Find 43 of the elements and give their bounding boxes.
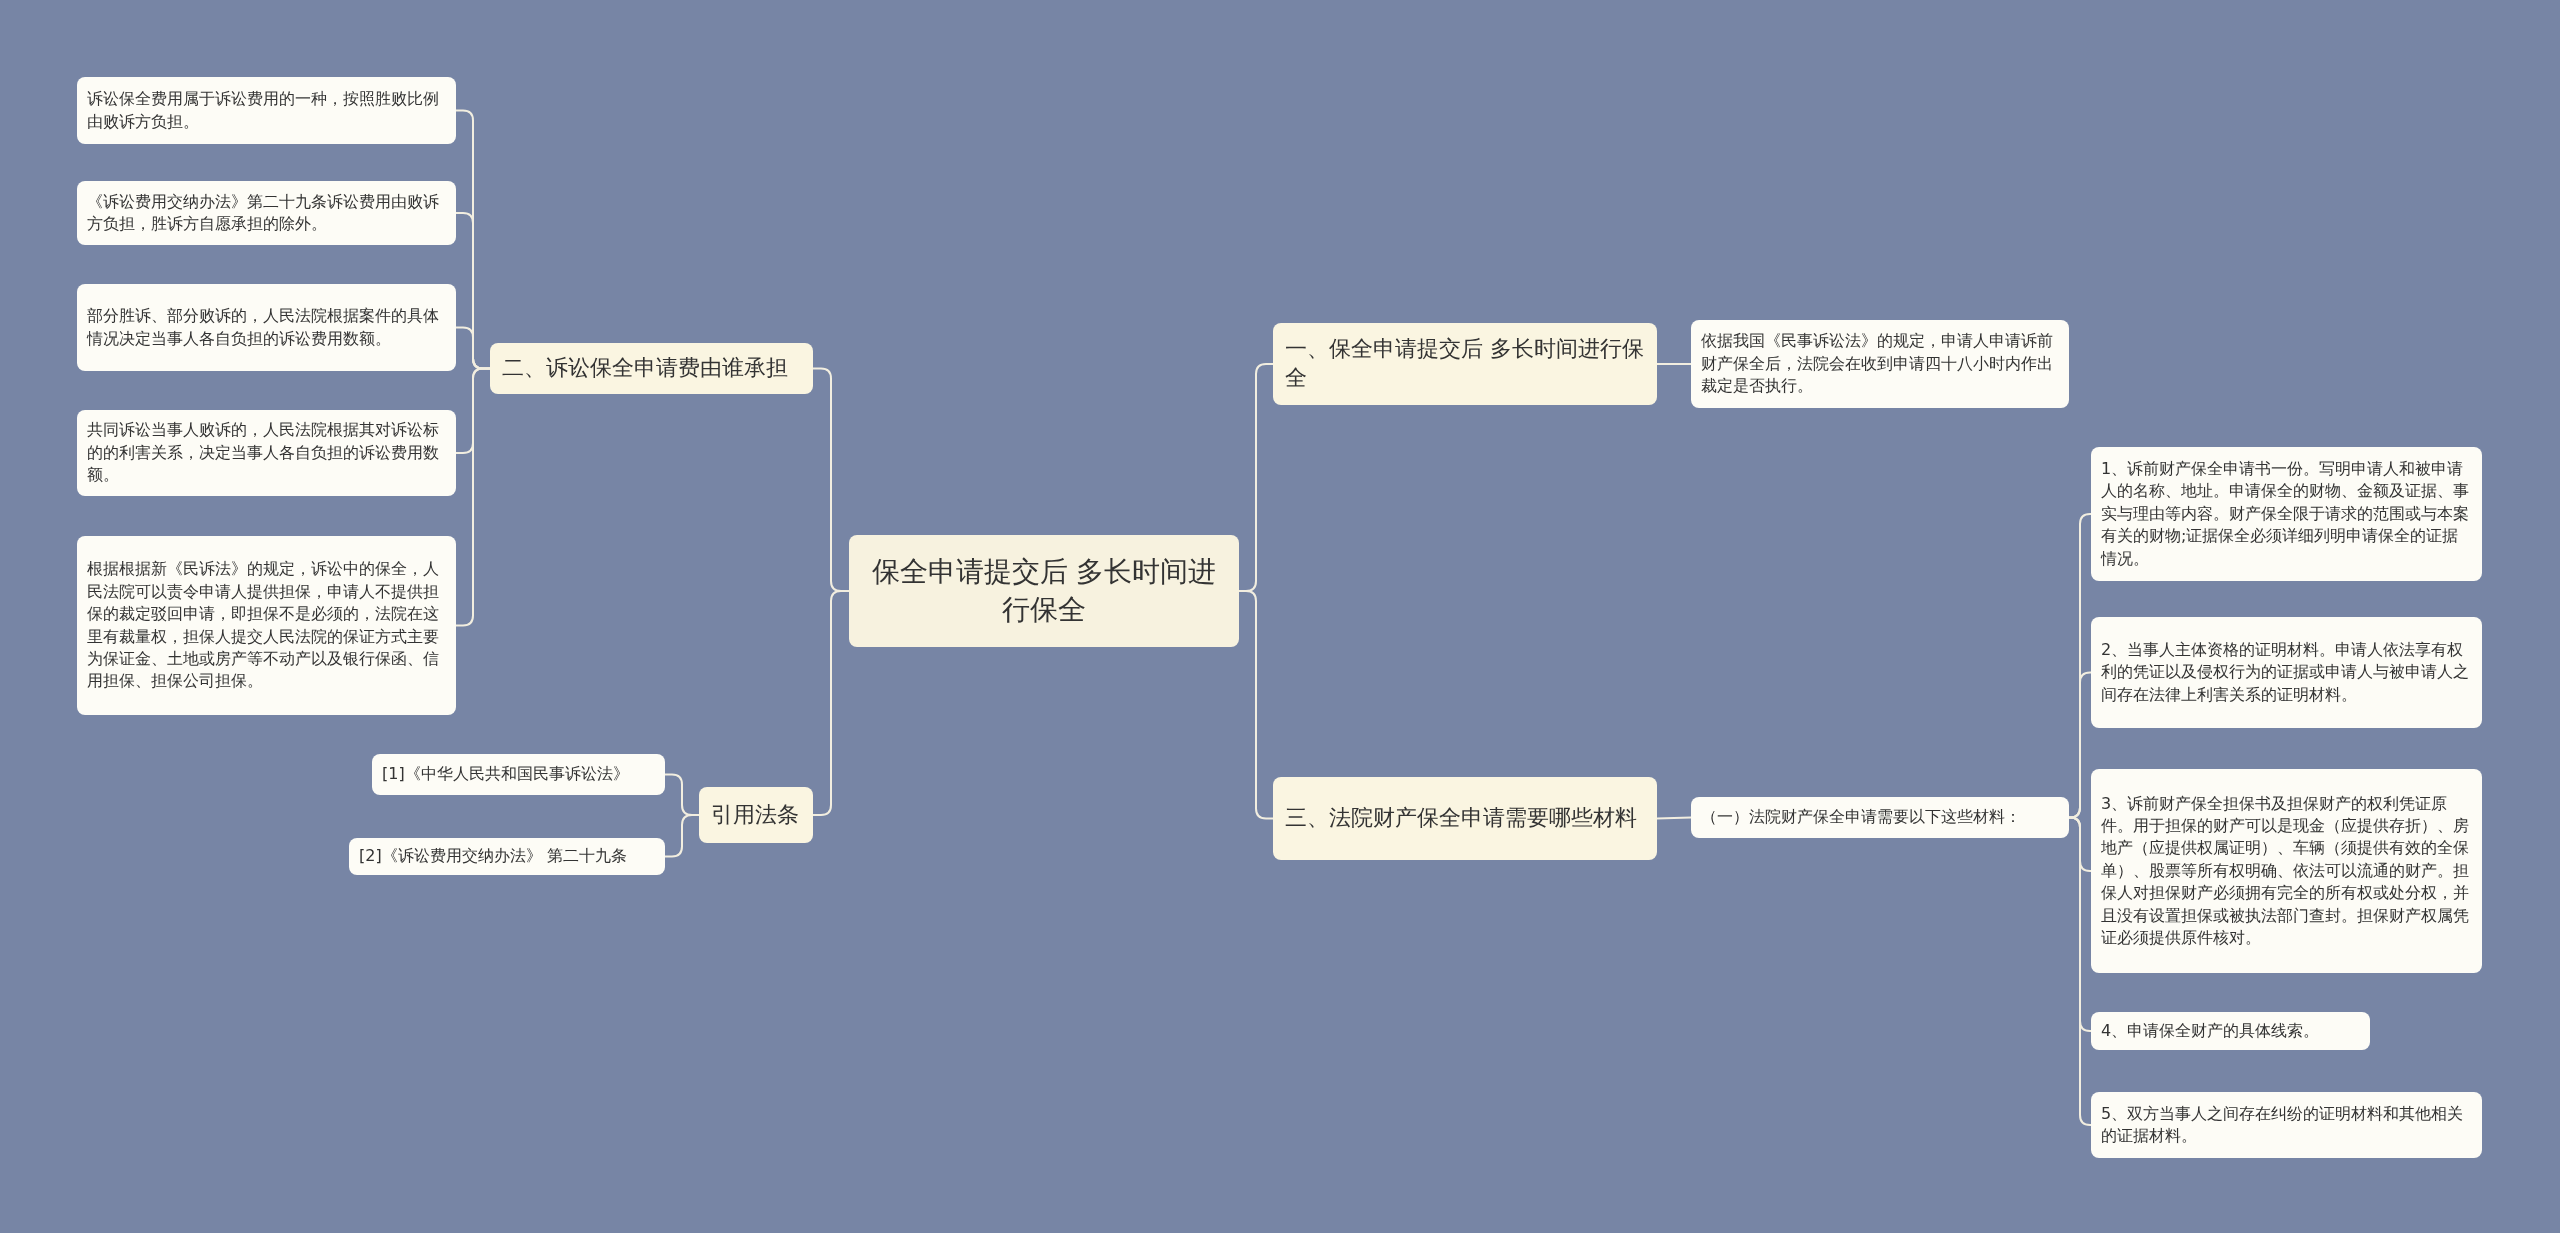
topic-text: 5、双方当事人之间存在纠纷的证明材料和其他相关的证据材料。: [2101, 1102, 2465, 1147]
topic-text: 共同诉讼当事人败诉的，人民法院根据其对诉讼标的的利害关系，决定当事人各自负担的诉讼费用数额。: [87, 419, 440, 487]
topic-box: [490, 343, 813, 394]
topic-box: [1691, 320, 2069, 408]
connector-line: [1656, 816, 1692, 820]
topic-box: [2091, 1012, 2370, 1050]
topic-box: [849, 535, 1239, 647]
topic-text: 保全申请提交后 多长时间进行保全: [870, 554, 1218, 628]
topic-box: [77, 284, 456, 371]
topic-box: [2091, 447, 2482, 581]
topic-text: 部分胜诉、部分败诉的，人民法院根据案件的具体情况决定当事人各自负担的诉讼费用数额。: [87, 305, 440, 350]
topic-box: [372, 754, 665, 795]
topic-box: [1691, 797, 2069, 838]
topic-box: [2091, 1092, 2482, 1158]
topic-box: [77, 181, 456, 245]
topic-text: [1]《中华人民共和国民事诉讼法》: [382, 763, 629, 786]
topic-box: [77, 77, 456, 144]
topic-text: 1、诉前财产保全申请书一份。写明申请人和被申请人的名称、地址。申请保全的财物、金额及证据、事实与理由等内容。财产保全限于请求的范围或与本案有关的财物;证据保全必须详细列明申请保全的证据情况。: [2101, 458, 2470, 570]
topic-text: 3、诉前财产保全担保书及担保财产的权利凭证原件。用于担保的财产可以是现金（应提供存折）、房地产（应提供权属证明）、车辆（须提供有效的全保单）、股票等所有权明确、依法可以流通的财产。担保人对担保财产必须拥有完全的所有权或处分权，并且没有设置担保或被执法部门查封。担保财产权属凭证必须提供原件核对。: [2101, 792, 2470, 949]
topic-text: 依据我国《民事诉讼法》的规定，申请人申请诉前财产保全后，法院会在收到申请四十八小时内作出裁定是否执行。: [1701, 330, 2054, 398]
connector-line: [812, 590, 850, 816]
topic-box: [77, 536, 456, 715]
connector-line: [1656, 363, 1692, 365]
topic-text: 三、法院财产保全申请需要哪些材料: [1285, 804, 1637, 833]
topic-text: 一、保全申请提交后 多长时间进行保全: [1285, 335, 1645, 392]
topic-text: 根据根据新《民诉法》的规定，诉讼中的保全，人民法院可以责令申请人提供担保，申请人不提供担保的裁定驳回申请，即担保不是必须的，法院在这里有裁量权，担保人提交人民法院的保证方式主要为保证金、土地或房产等不动产以及银行保函、信用担保、担保公司担保。: [87, 558, 440, 693]
topic-text: 二、诉讼保全申请费由谁承担: [502, 354, 788, 383]
topic-box: [2091, 617, 2482, 728]
topic-text: [2]《诉讼费用交纳办法》 第二十九条: [359, 845, 627, 868]
topic-box: [349, 838, 665, 875]
topic-box: [1273, 323, 1657, 405]
topic-text: 引用法条: [711, 800, 799, 829]
topic-text: （一）法院财产保全申请需要以下这些材料：: [1701, 806, 2021, 829]
connector-line: [2068, 671, 2092, 819]
topic-box: [77, 410, 456, 496]
topic-box: [699, 787, 813, 843]
connector-line: [664, 814, 700, 858]
topic-text: 诉讼保全费用属于诉讼费用的一种，按照胜败比例由败诉方负担。: [87, 88, 440, 133]
topic-box: [2091, 769, 2482, 973]
topic-text: 2、当事人主体资格的证明材料。申请人依法享有权利的凭证以及侵权行为的证据或申请人与被申请人之间存在法律上利害关系的证明材料。: [2101, 638, 2470, 706]
topic-box: [1273, 777, 1657, 860]
topic-text: 《诉讼费用交纳办法》第二十九条诉讼费用由败诉方负担，胜诉方自愿承担的除外。: [87, 190, 440, 235]
topic-text: 4、申请保全财产的具体线索。: [2101, 1019, 2320, 1042]
